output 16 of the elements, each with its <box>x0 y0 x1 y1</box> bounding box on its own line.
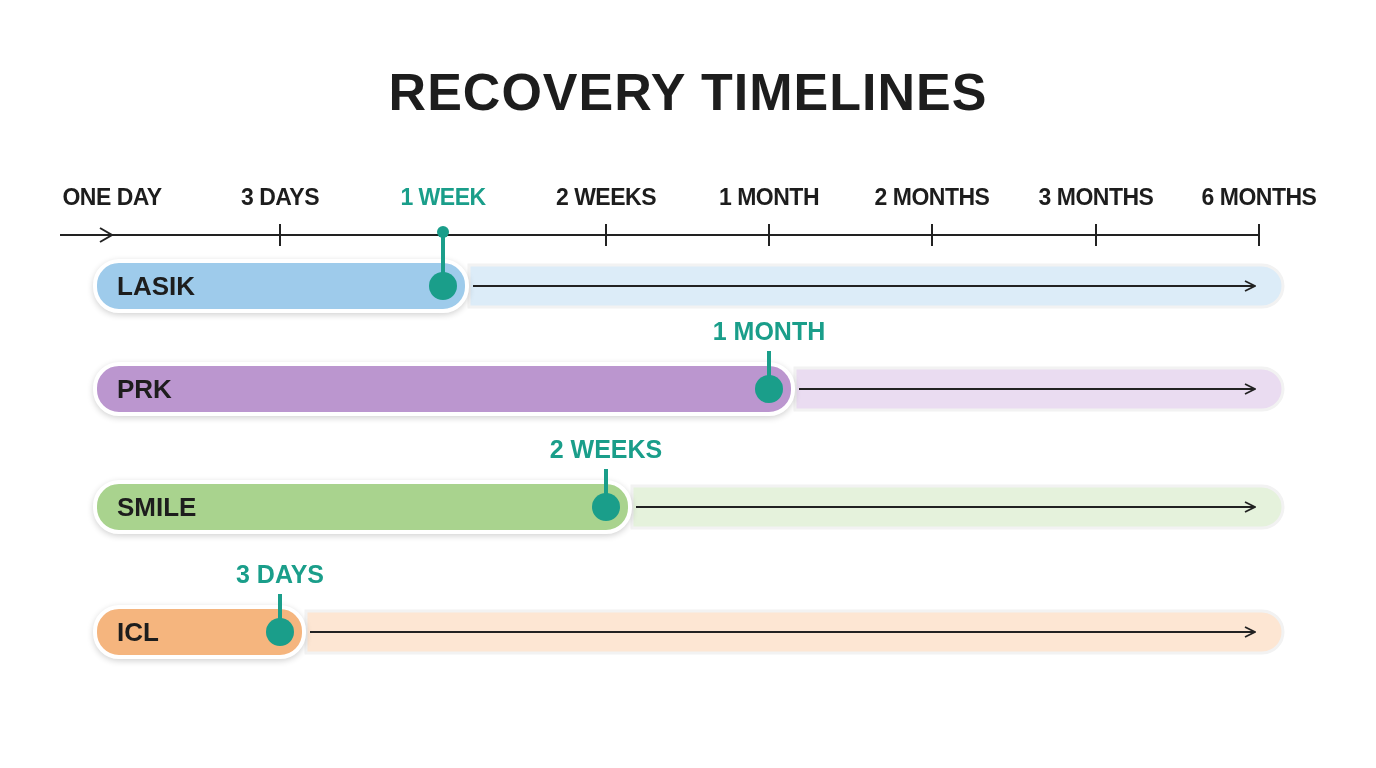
procedure-label: SMILE <box>117 491 197 523</box>
tick-label: 2 MONTHS <box>873 184 991 211</box>
procedure-label: PRK <box>117 373 172 405</box>
procedure-label: ICL <box>117 616 159 648</box>
title: RECOVERY TIMELINES <box>387 62 989 122</box>
tick-label: 3 DAYS <box>240 184 320 211</box>
tick-label: 6 MONTHS <box>1200 184 1318 211</box>
procedure-label: LASIK <box>117 270 195 302</box>
duration-label: 2 WEEKS <box>548 435 664 464</box>
tick-label: 1 WEEK <box>399 184 487 211</box>
duration-label: 1 MONTH <box>711 317 827 346</box>
tick-label: 1 MONTH <box>718 184 820 211</box>
tick-label: 3 MONTHS <box>1037 184 1155 211</box>
duration-label: 3 DAYS <box>235 560 325 589</box>
tick-label: ONE DAY <box>61 184 163 211</box>
tick-label: 2 WEEKS <box>555 184 657 211</box>
